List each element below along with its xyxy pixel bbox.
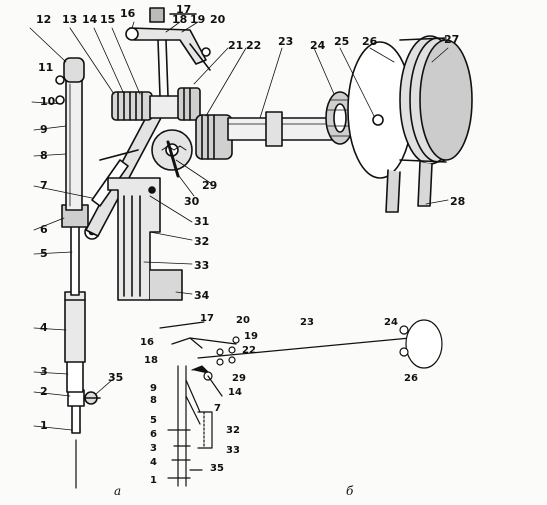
label-a-17: 17	[176, 3, 192, 16]
label-a-12: 12	[36, 13, 52, 26]
label-b-6: 6	[150, 429, 157, 440]
label-a-14: 14	[82, 13, 98, 26]
label-a-2: 2	[40, 385, 48, 398]
label-a-25: 25	[334, 35, 350, 48]
label-a-32: 32	[194, 235, 210, 248]
label-b-7: 7	[214, 403, 221, 414]
label-a-29: 29	[202, 179, 218, 192]
label-a-11: 11	[38, 61, 54, 74]
label-b-24: 24	[384, 317, 398, 328]
label-a-30: 30	[184, 195, 200, 208]
label-a-24: 24	[310, 39, 326, 52]
label-b-32: 32	[226, 425, 240, 436]
label-b-18: 18	[144, 355, 158, 366]
label-b-5: 5	[150, 415, 157, 426]
label-a-16: 16	[120, 7, 136, 20]
label-a-8: 8	[40, 149, 48, 162]
label-a-28: 28	[450, 195, 466, 208]
label-b-22: 22	[242, 345, 256, 356]
label-a-13: 13	[62, 13, 78, 26]
label-a-23: 23	[278, 35, 294, 48]
label-a-15: 15	[100, 13, 116, 26]
presser-lever	[125, 7, 211, 97]
label-a-10: 10	[40, 95, 56, 108]
label-b-14: 14	[228, 387, 242, 398]
slider-bracket	[107, 177, 183, 301]
subfigure-caption-b: б	[346, 484, 354, 498]
main-shaft	[227, 35, 473, 213]
label-a-1: 1	[40, 419, 48, 432]
label-a-31: 31	[194, 215, 210, 228]
label-a-34: 34	[194, 289, 210, 302]
label-a-20: 20	[210, 13, 226, 26]
label-a-21: 21	[228, 39, 244, 52]
label-b-20: 20	[236, 315, 250, 326]
label-b-33: 33	[226, 445, 240, 456]
leader-lines	[29, 21, 449, 431]
label-b-26: 26	[404, 373, 418, 384]
label-b-29: 29	[232, 373, 246, 384]
label-b-3: 3	[150, 443, 157, 454]
label-b-17: 17	[200, 313, 214, 324]
label-b-1: 1	[150, 475, 157, 486]
thread-take-up-drum	[111, 87, 201, 121]
label-a-35: 35	[108, 371, 124, 384]
label-a-9: 9	[40, 123, 48, 136]
label-b-4: 4	[150, 457, 157, 468]
label-a-26: 26	[362, 35, 378, 48]
label-a-18: 18	[172, 13, 188, 26]
label-a-27: 27	[444, 33, 460, 46]
label-a-6: 6	[40, 223, 48, 236]
label-a-4: 4	[40, 321, 48, 334]
label-a-19: 19	[190, 13, 206, 26]
label-b-19: 19	[244, 331, 258, 342]
label-a-7: 7	[40, 179, 48, 192]
label-b-16: 16	[140, 337, 154, 348]
needle-bar-assembly	[55, 57, 101, 489]
eccentric-and-gear	[151, 114, 233, 178]
label-a-3: 3	[40, 365, 48, 378]
subfigure-caption-a: а	[114, 484, 122, 498]
label-a-5: 5	[40, 247, 48, 260]
label-a-22: 22	[246, 39, 262, 52]
label-b-8: 8	[150, 395, 157, 406]
kinematic-schematic	[159, 319, 443, 487]
label-b-35: 35	[210, 463, 224, 474]
label-b-23: 23	[300, 317, 314, 328]
label-b-9: 9	[150, 383, 157, 394]
label-a-33: 33	[194, 259, 210, 272]
